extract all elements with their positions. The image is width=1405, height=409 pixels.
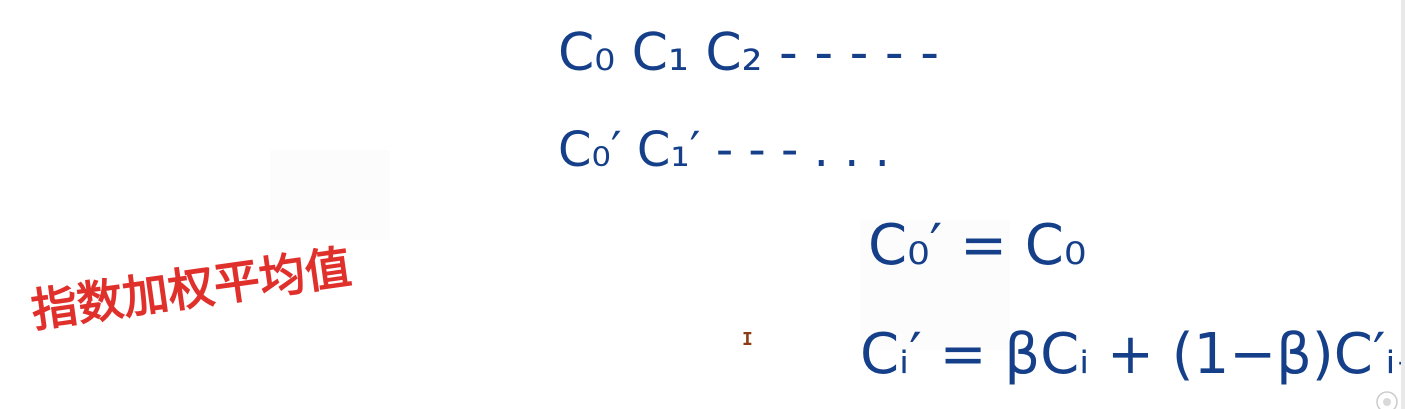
background-artifacts xyxy=(270,150,1010,350)
screen-right-edge xyxy=(1401,0,1405,409)
sequence-smoothed: C₀′ C₁′ - - - . . . xyxy=(558,122,890,178)
faint-panel-left xyxy=(270,150,390,240)
formula-update: Cᵢ′ = βCᵢ + (1−β)C′ᵢ₋₁ xyxy=(860,322,1405,387)
corner-artifact xyxy=(1376,391,1398,409)
noisy-data-jitter xyxy=(232,12,356,132)
formula-init: C₀′ = C₀ xyxy=(868,213,1086,278)
text-cursor-icon: I xyxy=(742,329,753,350)
chinese-note: 指数加权平均值 xyxy=(28,240,354,338)
faint-panel-right xyxy=(860,220,1010,350)
sequence-original: C₀ C₁ C₂ - - - - - xyxy=(558,23,939,83)
